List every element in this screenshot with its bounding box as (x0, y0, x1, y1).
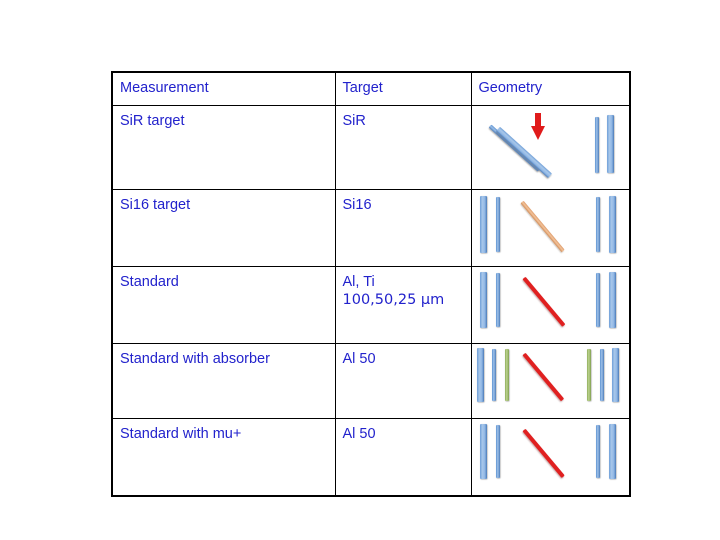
detector-bar-icon (476, 348, 484, 402)
column-header-measurement: Measurement (111, 71, 336, 106)
cell-measurement: Si16 target (111, 189, 336, 267)
absorber-bar-icon (504, 349, 509, 401)
red-down-arrow-icon (529, 113, 547, 141)
cell-geometry (470, 189, 631, 267)
cell-target-line1: Al 50 (342, 351, 376, 367)
cell-geometry (470, 266, 631, 344)
target-foil-icon (521, 276, 565, 327)
cell-target-line1: SiR (342, 113, 366, 129)
geometry-diagram-row1 (472, 106, 630, 189)
geometry-diagram-row5 (472, 419, 630, 495)
detector-bar-icon (495, 197, 500, 252)
detector-bar-icon (479, 272, 487, 328)
detector-bar-icon (608, 196, 616, 253)
detector-bar-icon (608, 272, 616, 328)
column-header-geometry: Geometry (470, 71, 631, 106)
cell-measurement: SiR target (111, 105, 336, 190)
table-row: Standard with absorber Al 50 (111, 343, 631, 419)
detector-bar-icon (491, 349, 496, 401)
table-row: Standard Al, Ti 100,50,25 μm (111, 266, 631, 344)
detector-bar-icon (495, 425, 500, 478)
target-foil-icon (519, 200, 565, 253)
arrow-head (530, 126, 545, 140)
cell-target-line1: Al 50 (342, 426, 376, 442)
cell-target-line2: 100,50,25 μm (342, 292, 445, 309)
cell-measurement: Standard (111, 266, 336, 344)
table-row: Si16 target Si16 (111, 189, 631, 267)
detector-bar-icon (599, 349, 604, 401)
cell-target-line1: Si16 (342, 197, 372, 213)
detector-bar-icon (479, 424, 487, 479)
cell-geometry (470, 105, 631, 190)
measurement-geometry-table: Measurement Target Geometry SiR target S… (111, 71, 631, 497)
cell-geometry (470, 418, 631, 497)
table-header-row: Measurement Target Geometry (111, 71, 631, 106)
target-foil-icon (521, 352, 564, 402)
cell-measurement: Standard with mu+ (111, 418, 336, 497)
cell-geometry (470, 343, 631, 419)
absorber-bar-icon (586, 349, 591, 401)
cell-target-line1: Al, Ti (342, 274, 375, 290)
arrow-shaft (534, 113, 541, 128)
detector-bar-icon (606, 115, 614, 173)
detector-bar-icon (594, 117, 599, 173)
detector-bar-icon (611, 348, 619, 402)
cell-target: SiR (334, 105, 472, 190)
detector-bar-icon (595, 425, 600, 478)
detector-bar-icon (595, 273, 600, 327)
geometry-diagram-row3 (472, 267, 630, 343)
cell-target: Al 50 (334, 418, 472, 497)
target-foil-icon (521, 428, 565, 479)
column-header-target: Target (334, 71, 472, 106)
table-row: SiR target SiR (111, 105, 631, 190)
cell-target: Al, Ti 100,50,25 μm (334, 266, 472, 344)
cell-measurement: Standard with absorber (111, 343, 336, 419)
detector-bar-icon (495, 273, 500, 327)
geometry-table-container: Measurement Target Geometry SiR target S… (111, 71, 631, 497)
table-row: Standard with mu+ Al 50 (111, 418, 631, 497)
detector-bar-icon (595, 197, 600, 252)
cell-target: Si16 (334, 189, 472, 267)
detector-bar-icon (479, 196, 487, 253)
geometry-diagram-row4 (472, 344, 630, 418)
cell-target: Al 50 (334, 343, 472, 419)
geometry-diagram-row2 (472, 190, 630, 266)
detector-bar-icon (608, 424, 616, 479)
